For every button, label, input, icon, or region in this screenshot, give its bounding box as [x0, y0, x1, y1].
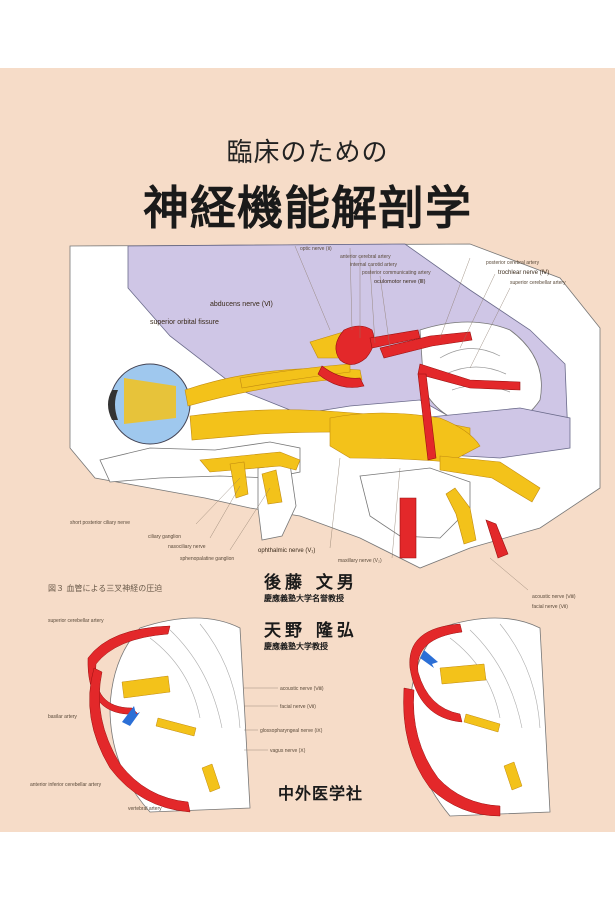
nerves [184, 329, 541, 545]
label-acoustic-nerve-top: acoustic nerve (Ⅷ) [532, 594, 576, 600]
compression-arrow-left [122, 706, 140, 726]
label-short-posterior-ciliary-nerve: short posterior ciliary nerve [70, 520, 130, 526]
facial-nerve-right [463, 713, 501, 733]
label-superior-cerebellar-artery-b: superior cerebellar artery [48, 618, 104, 624]
author-2: 天野 隆弘 慶應義塾大学教授 [264, 616, 358, 652]
trigeminal-nerve-left [121, 675, 171, 699]
sphenoid-bone [99, 441, 301, 483]
arteries [317, 325, 521, 559]
basilar-artery-left [89, 667, 191, 813]
label-posterior-cerebral-artery: posterior cerebral artery [486, 260, 540, 266]
label-oculomotor-nerve: oculomotor nerve (Ⅲ) [374, 279, 426, 285]
trigeminal-ganglion [329, 412, 481, 463]
leader-lines [195, 245, 529, 591]
label-superior-cerebellar-artery: superior cerebellar artery [510, 280, 566, 286]
basilar-artery-right [403, 687, 501, 817]
author-1-affiliation: 慶應義塾大学名誉教授 [264, 594, 344, 603]
basilar-artery [417, 373, 437, 461]
eye-muscle [124, 378, 176, 424]
label-acoustic-nerve: acoustic nerve (Ⅷ) [280, 686, 324, 692]
figure-caption: 図３ 血管による三叉神経の圧迫 [48, 584, 163, 593]
label-basilar-artery: basilar artery [48, 714, 77, 720]
trigeminal-nerve-right [439, 663, 487, 685]
author-2-name: 天野 隆弘 [264, 621, 358, 641]
internal-carotid-artery [335, 325, 375, 365]
mandibular-nerve [439, 455, 541, 503]
label-ophthalmic-nerve: ophthalmic nerve (V₁) [258, 548, 315, 554]
artery-loop-right [409, 623, 463, 723]
facial-nerve-left [155, 717, 197, 737]
label-abducens-nerve: abducens nerve (Ⅵ) [210, 301, 273, 308]
label-nasociliary-nerve: nasociliary nerve [168, 544, 206, 550]
compression-illustration-right [403, 617, 551, 817]
ciliary-ganglion [229, 461, 249, 499]
label-vertebral-artery: vertebral artery [128, 806, 162, 812]
label-optic-nerve: optic nerve (Ⅱ) [300, 246, 332, 252]
carotid-trunk [399, 497, 417, 559]
posterior-cerebral-artery [379, 331, 473, 359]
cerebellum-folia [149, 623, 241, 729]
superior-cerebellar-artery-loop [87, 625, 171, 715]
leader-lines-left [244, 687, 278, 751]
cover-title: 神経機能解剖学 [143, 181, 472, 235]
label-superior-orbital-fissure: superior orbital fissure [150, 319, 219, 326]
label-sphenopalatine-ganglion: sphenopalatine ganglion [180, 556, 234, 562]
book-cover: 臨床のための 神経機能解剖学 [0, 68, 615, 832]
cover-subtitle: 臨床のための [226, 138, 389, 168]
main-illustration: optic nerve (Ⅱ) anterior cerebral artery… [69, 243, 601, 610]
compression-arrow-right [420, 650, 438, 668]
carotid-siphon [317, 365, 365, 388]
lower-nerves-left [201, 763, 221, 793]
label-facial-nerve: facial nerve (Ⅶ) [280, 704, 316, 710]
maxillary-nerve [199, 451, 301, 473]
publisher: 中外医学社 [278, 784, 364, 803]
label-glossopharyngeal-nerve: glossopharyngeal nerve (Ⅸ) [260, 728, 323, 734]
label-facial-nerve-top: facial nerve (Ⅶ) [532, 604, 568, 610]
anatomy-illustration: optic nerve (Ⅱ) anterior cerebral artery… [30, 243, 601, 817]
label-internal-carotid-artery: internal carotid artery [350, 262, 397, 268]
author-2-affiliation: 慶應義塾大学教授 [264, 642, 328, 651]
label-vagus-nerve: vagus nerve (Ⅹ) [270, 748, 306, 754]
compression-illustration-left: superior cerebellar artery basilar arter… [30, 617, 324, 813]
optic-nerve [184, 367, 363, 407]
label-trochlear-nerve: trochlear nerve (Ⅳ) [498, 270, 549, 276]
label-ciliary-ganglion: ciliary ganglion [148, 534, 181, 540]
facial-nerve-branch [445, 487, 477, 545]
posterior-communicating-artery [369, 329, 421, 349]
author-1: 後藤 文男 慶應義塾大学名誉教授 [264, 568, 358, 604]
lower-nerves-right [503, 761, 523, 791]
author-1-name: 後藤 文男 [264, 573, 358, 593]
eye-lens [108, 390, 118, 420]
label-anterior-inferior-cerebellar-artery: anterior inferior cerebellar artery [30, 782, 102, 788]
vertebral-artery [485, 519, 509, 559]
label-anterior-cerebral-artery: anterior cerebral artery [340, 254, 391, 260]
label-maxillary-nerve: maxillary nerve (V₂) [338, 558, 382, 564]
label-posterior-communicating-artery: posterior communicating artery [362, 270, 431, 276]
